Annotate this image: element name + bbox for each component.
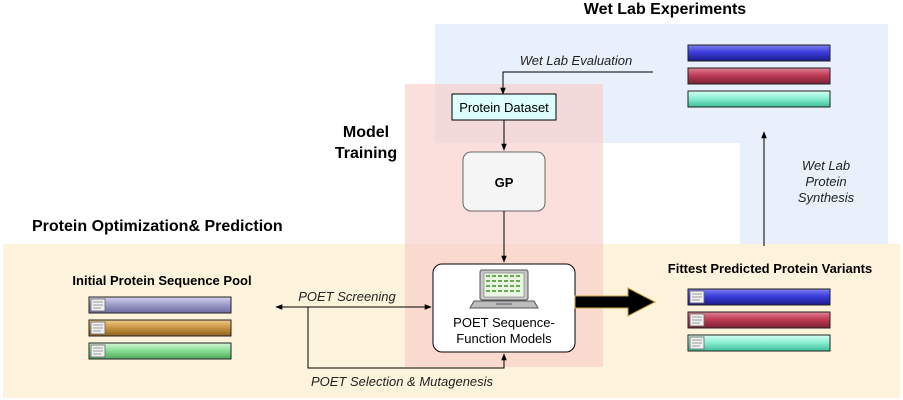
- poet-to-fittest-arrow: [574, 287, 657, 317]
- fittest-sequence-red: [687, 311, 831, 329]
- poet-selection-label: POET Selection & Mutagenesis: [311, 374, 494, 389]
- pool-sequence-purple: [88, 296, 232, 314]
- initial-pool-sequences: [88, 296, 232, 360]
- protein-dataset-node: [451, 93, 557, 121]
- poet-screening-label: POET Screening: [298, 289, 396, 304]
- model-training-title-line1: Model: [343, 124, 389, 141]
- pool-sequence-orange: [88, 319, 232, 337]
- model-training-title-line2: Training: [335, 145, 397, 162]
- wet-lab-sequence-blue: [687, 44, 831, 62]
- fittest-variants-label: Fittest Predicted Protein Variants: [668, 261, 872, 276]
- poet-selection-arrow: [307, 307, 507, 369]
- wet-lab-title: Wet Lab Experiments: [584, 1, 747, 18]
- gp-label: GP: [495, 175, 514, 190]
- wet-lab-region-extension: [740, 143, 888, 245]
- wet-lab-evaluation-label: Wet Lab Evaluation: [520, 53, 633, 68]
- wet-lab-synthesis-label-line1: Wet Lab: [802, 158, 850, 173]
- poet-models-label-line1: POET Sequence-: [453, 315, 555, 330]
- fittest-sequence-blue: [687, 288, 831, 306]
- wet-lab-evaluation-arrow: [500, 71, 653, 95]
- fittest-sequence-teal: [687, 334, 831, 352]
- initial-pool-label: Initial Protein Sequence Pool: [72, 273, 251, 288]
- wet-lab-sequences: [687, 44, 831, 108]
- fittest-sequences: [687, 288, 831, 352]
- poet-models-label-line2: Function Models: [456, 331, 552, 346]
- laptop-icon: [469, 269, 539, 309]
- pool-sequence-green: [88, 342, 232, 360]
- wet-lab-synthesis-label-line3: Synthesis: [798, 190, 855, 205]
- wet-lab-synthesis-label-line2: Protein: [805, 174, 846, 189]
- protein-dataset-label: Protein Dataset: [459, 100, 549, 115]
- wet-lab-sequence-teal: [687, 90, 831, 108]
- optimization-title: Protein Optimization& Prediction: [32, 218, 283, 235]
- wet-lab-sequence-red: [687, 67, 831, 85]
